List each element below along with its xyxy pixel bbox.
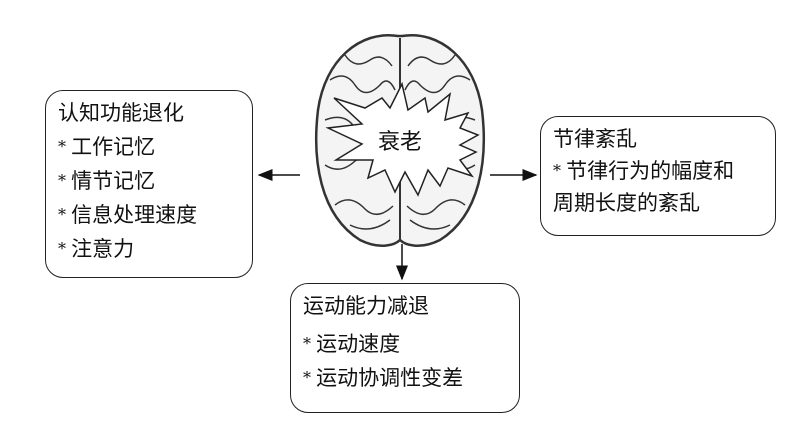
box-title: 运动能力减退 bbox=[303, 294, 429, 318]
list-item: 工作记忆 bbox=[58, 130, 240, 164]
box-title: 认知功能退化 bbox=[58, 101, 184, 125]
box-title: 节律紊乱 bbox=[553, 127, 637, 151]
cognitive-decline-box: 认知功能退化 工作记忆 情节记忆 信息处理速度 注意力 bbox=[45, 90, 253, 278]
list-item: 信息处理速度 bbox=[58, 198, 240, 232]
motor-decline-box: 运动能力减退 运动速度 运动协调性变差 bbox=[290, 283, 520, 413]
center-label-aging: 衰老 bbox=[378, 130, 423, 155]
list-item: 情节记忆 bbox=[58, 164, 240, 198]
starburst-shape bbox=[325, 81, 480, 197]
list-item: 运动协调性变差 bbox=[303, 361, 507, 395]
rhythm-disorder-box: 节律紊乱 节律行为的幅度和 周期长度的紊乱 bbox=[540, 116, 776, 236]
list-item-continuation: 周期长度的紊乱 bbox=[553, 191, 700, 215]
list-item: 运动速度 bbox=[303, 327, 507, 361]
list-item: 注意力 bbox=[58, 232, 240, 266]
list-item: 节律行为的幅度和 bbox=[553, 155, 763, 187]
